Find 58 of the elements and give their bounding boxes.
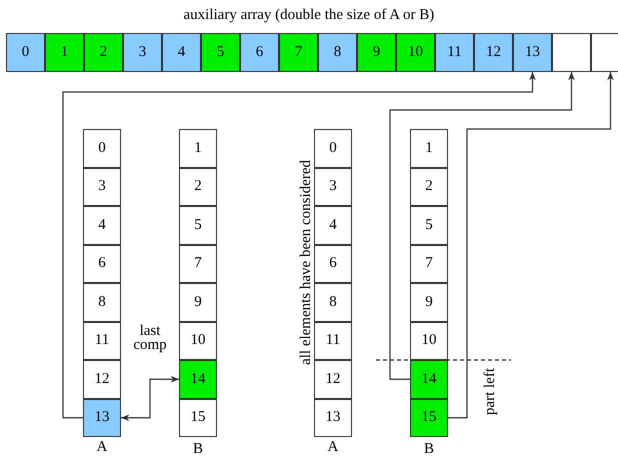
array-cell: 7 [179, 244, 217, 283]
array-cell: 9 [179, 283, 217, 322]
array-cell: 8 [318, 33, 357, 72]
array-cell: 2 [179, 168, 217, 206]
array-cell: 1 [410, 129, 448, 168]
array-cell: 6 [240, 33, 279, 72]
array-cell: 14 [179, 360, 217, 398]
array-cell: 3 [83, 168, 121, 206]
arrow [62, 72, 536, 418]
array-cell: 5 [410, 206, 448, 244]
array-cell: 9 [357, 33, 396, 72]
array-cell: 13 [314, 398, 352, 437]
array-cell: 0 [83, 129, 121, 168]
array-cell: 0 [6, 33, 45, 72]
note-text: part left [482, 368, 498, 416]
arrow [448, 72, 614, 418]
array-cell: 1 [45, 33, 84, 72]
array-cell: 2 [410, 168, 448, 206]
array-cell: 3 [123, 33, 162, 72]
array-name: B [424, 442, 434, 456]
array-cell: 10 [179, 322, 217, 360]
array-cell: 3 [314, 168, 352, 206]
array-cell: 13 [83, 398, 121, 437]
array-cell: 11 [435, 33, 474, 72]
array-cell: 8 [83, 283, 121, 322]
array-cell: 4 [162, 33, 201, 72]
array-name: A [96, 440, 108, 455]
array-cell: 11 [314, 322, 352, 360]
array-cell: 15 [179, 398, 217, 437]
array-cell: 11 [83, 322, 121, 360]
array-cell: 1 [179, 129, 217, 168]
array-cell: 4 [83, 206, 121, 244]
array-cell: 5 [201, 33, 240, 72]
array-cell: 13 [513, 33, 552, 72]
array-cell: 9 [410, 283, 448, 322]
array-cell [552, 33, 591, 72]
array-cell: 15 [410, 398, 448, 437]
array-cell: 10 [396, 33, 435, 72]
note-text: all elements have been considered [298, 160, 314, 365]
arrow [121, 376, 179, 422]
array-title: auxiliary array (double the size of A or B) [184, 8, 434, 23]
array-cell: 14 [410, 360, 448, 398]
arrow [389, 72, 575, 380]
array-cell: 6 [83, 244, 121, 283]
array-cell: 7 [279, 33, 318, 72]
array-cell: 4 [314, 206, 352, 244]
array-cell: 12 [83, 360, 121, 398]
array-cell: 12 [474, 33, 513, 72]
array-cell: 6 [314, 244, 352, 283]
array-cell: 7 [410, 244, 448, 283]
array-name: B [193, 442, 204, 456]
array-cell: 8 [314, 283, 352, 322]
array-cell: 12 [314, 360, 352, 398]
array-cell: 2 [84, 33, 123, 72]
array-cell: 0 [314, 129, 352, 168]
array-cell: 10 [410, 322, 448, 360]
array-name: A [328, 440, 338, 455]
array-cell: 5 [179, 206, 217, 244]
